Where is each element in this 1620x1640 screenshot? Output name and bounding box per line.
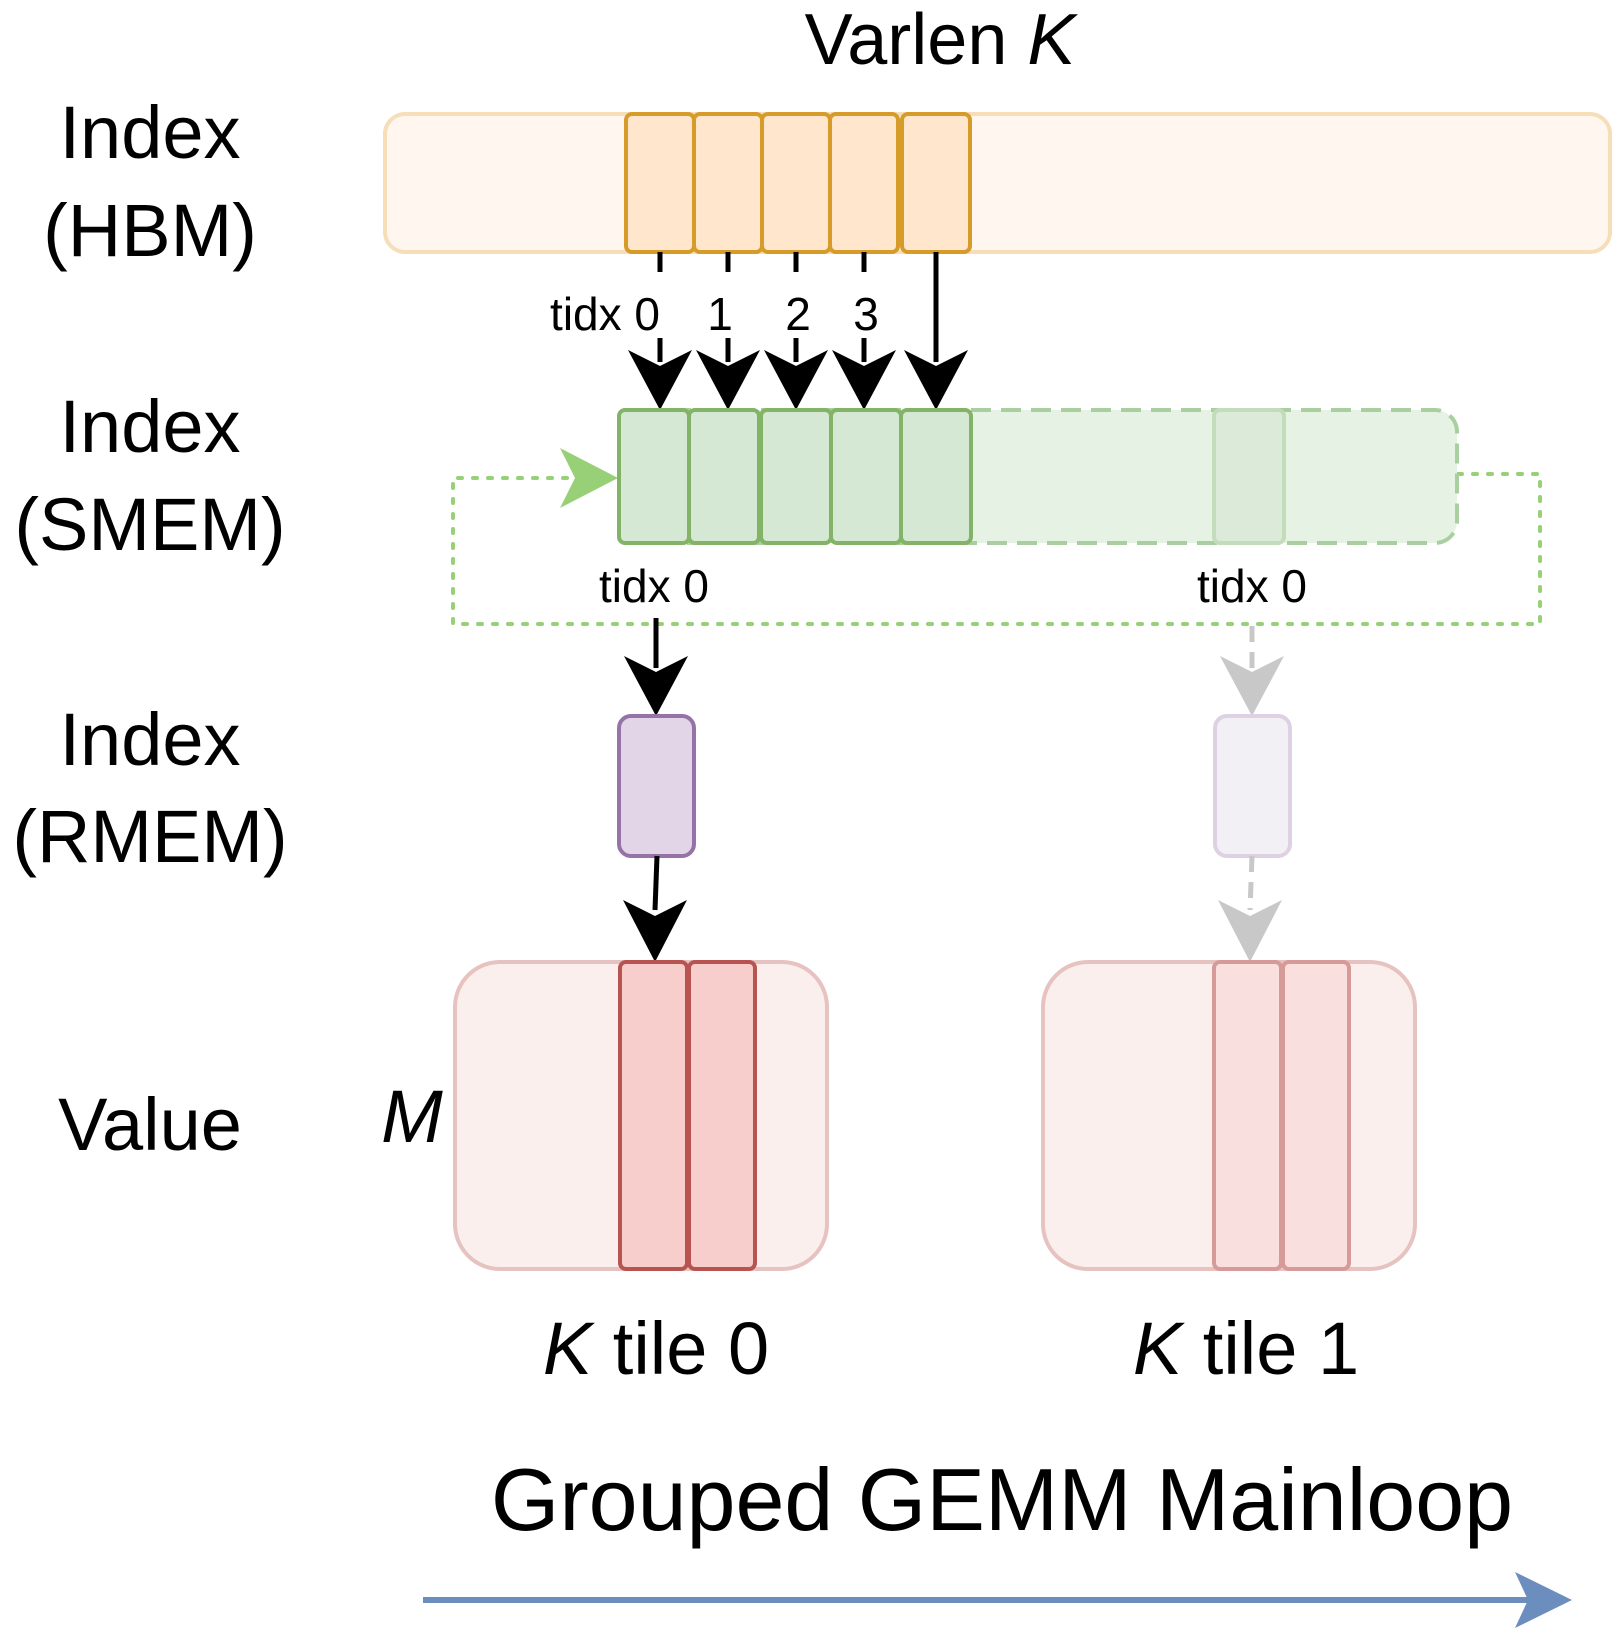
k-tile-0-label: K tile 0 — [543, 1307, 769, 1390]
value-column — [1212, 960, 1283, 1271]
loop-arrowhead — [560, 448, 618, 508]
hbm-index-bar — [383, 112, 1612, 254]
rmem-to-value-arrow — [652, 855, 660, 911]
value-column — [618, 960, 689, 1271]
hbm-cell — [900, 112, 972, 254]
rmem-index-tile1 — [1213, 714, 1292, 858]
thread-label: 3 — [853, 288, 879, 340]
label-value: Value — [58, 1083, 242, 1166]
value-column — [687, 960, 757, 1271]
hbm-cell — [760, 112, 832, 254]
hbm-thread-labels: tidx 0 1 2 3 — [550, 288, 879, 340]
smem-cell — [687, 408, 761, 545]
thread-label: 2 — [785, 288, 811, 340]
arrowhead — [696, 350, 760, 410]
smem-cell — [759, 408, 833, 545]
row-labels: Index (HBM) Index (SMEM) Index (RMEM) Va… — [12, 91, 287, 1166]
value-tile-0 — [453, 960, 829, 1271]
arrowhead — [624, 656, 688, 716]
loop-line — [451, 472, 1542, 626]
hbm-cell — [692, 112, 764, 254]
footer-title: Grouped GEMM Mainloop — [491, 1450, 1513, 1549]
arrowhead-ghost — [1218, 900, 1282, 962]
smem-cell-ghost — [1212, 408, 1286, 545]
smem-index-bar — [617, 408, 1459, 545]
smem-cell — [899, 408, 973, 545]
hbm-cell — [828, 112, 900, 254]
hbm-to-smem-arrowheads — [628, 350, 968, 410]
smem-thread-label-tile0: tidx 0 — [599, 560, 709, 612]
thread-label: tidx 0 — [550, 288, 660, 340]
arrowhead — [832, 350, 896, 410]
label-index-smem-line2: (SMEM) — [14, 483, 285, 566]
smem-loop-path — [451, 472, 1542, 626]
label-index-smem-line1: Index — [59, 385, 240, 468]
label-index-hbm-line2: (HBM) — [43, 189, 257, 272]
k-tile-1-label: K tile 1 — [1133, 1307, 1359, 1390]
arrowhead — [764, 350, 828, 410]
hbm-to-smem-arrows — [657, 252, 939, 362]
hbm-bar-background — [383, 112, 1612, 254]
arrowhead — [628, 350, 692, 410]
value-column — [1281, 960, 1351, 1271]
mainloop-arrowhead — [1515, 1572, 1572, 1628]
rmem-to-value-arrow-ghost — [1247, 855, 1255, 911]
smem-cell — [617, 408, 691, 545]
diagram-title: Varlen K — [805, 0, 1079, 80]
smem-thread-label-tile1: tidx 0 — [1197, 560, 1307, 612]
value-tile-1 — [1041, 960, 1417, 1271]
label-index-rmem-line2: (RMEM) — [12, 795, 287, 878]
hbm-cell — [624, 112, 696, 254]
value-axis-label: M — [381, 1075, 443, 1158]
arrowhead-ghost — [1220, 656, 1284, 716]
thread-label: 1 — [707, 288, 733, 340]
arrowhead — [623, 900, 687, 962]
label-index-rmem-line1: Index — [59, 698, 240, 781]
label-index-hbm-line1: Index — [59, 91, 240, 174]
smem-cell — [829, 408, 903, 545]
rmem-index-tile0 — [617, 714, 696, 858]
arrowhead — [904, 350, 968, 410]
